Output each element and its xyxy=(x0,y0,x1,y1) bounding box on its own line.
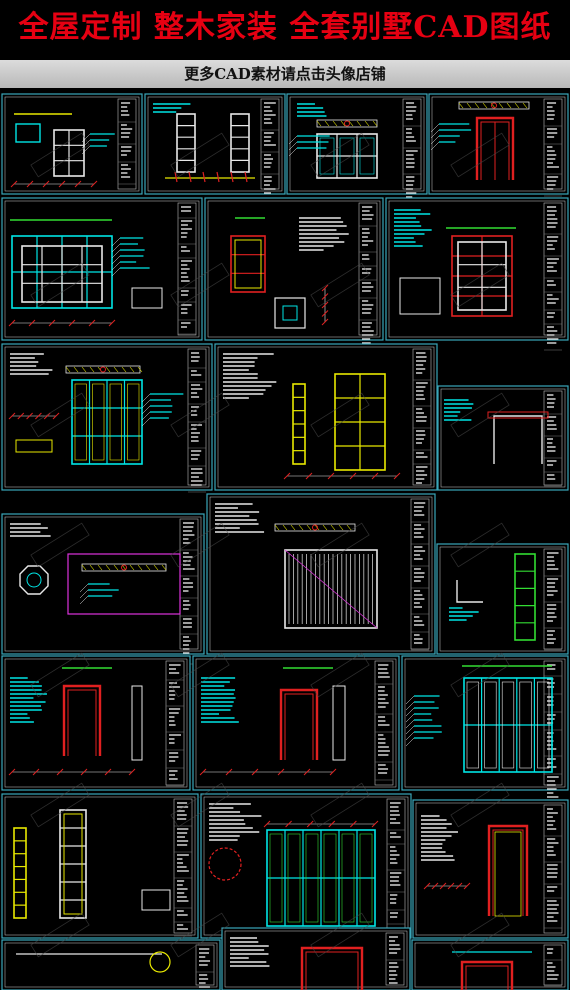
watermark-logo xyxy=(450,522,510,568)
watermark-logo xyxy=(30,912,90,958)
cad-sheet-5 xyxy=(1,197,203,341)
cad-sheet-7 xyxy=(385,197,569,351)
watermark-logo xyxy=(170,392,230,438)
watermark-logo xyxy=(310,262,370,308)
watermark-logo xyxy=(310,652,370,698)
banner-header: 全屋定制 整木家装 全套别墅CAD图纸 xyxy=(0,0,570,60)
watermark-logo xyxy=(450,262,510,308)
cad-sheet-19 xyxy=(412,799,569,939)
watermark-logo xyxy=(30,262,90,308)
watermark-logo xyxy=(170,782,230,828)
cad-sheet-21 xyxy=(221,927,411,990)
watermark-logo xyxy=(170,132,230,178)
cad-sheet-20 xyxy=(1,939,221,990)
watermark-logo xyxy=(310,522,370,568)
cad-sheet-15 xyxy=(192,655,400,791)
watermark-logo xyxy=(30,132,90,178)
watermark-logo xyxy=(310,782,370,828)
banner-title: 全屋定制 整木家装 全套别墅CAD图纸 xyxy=(18,10,552,45)
watermark-logo xyxy=(30,392,90,438)
watermark-logo xyxy=(170,262,230,308)
promo-text: 更多CAD素材请点击头像店铺 xyxy=(184,65,386,83)
cad-sheet-3 xyxy=(286,93,428,205)
cad-sheet-10 xyxy=(437,385,569,491)
watermark-logo xyxy=(450,782,510,828)
watermark-logo xyxy=(30,782,90,828)
watermark-logo xyxy=(170,912,230,958)
cad-sheet-16 xyxy=(401,655,569,805)
watermark-logo xyxy=(170,522,230,568)
cad-sheet-22 xyxy=(411,939,569,990)
watermark-logo xyxy=(30,522,90,568)
cad-sheet-9 xyxy=(214,343,438,491)
promo-bar: 更多CAD素材请点击头像店铺 xyxy=(0,60,570,88)
cad-sheet-1 xyxy=(1,93,143,195)
watermark-logo xyxy=(310,132,370,178)
watermark-logo xyxy=(450,132,510,178)
cad-sheet-18 xyxy=(200,793,412,939)
cad-sheet-13 xyxy=(436,543,569,655)
cad-sheet-6 xyxy=(204,197,384,351)
watermark-logo xyxy=(30,652,90,698)
watermark-logo xyxy=(310,392,370,438)
cad-sheet-17 xyxy=(1,793,199,939)
cad-sheet-4 xyxy=(428,93,569,197)
watermark-logo xyxy=(450,912,510,958)
cad-sheet-8 xyxy=(1,343,213,493)
cad-sheet-2 xyxy=(144,93,286,201)
cad-sheet-12 xyxy=(206,493,436,655)
watermark-logo xyxy=(450,392,510,438)
cad-sheet-collage xyxy=(0,88,570,990)
watermark-logo xyxy=(450,652,510,698)
cad-sheet-14 xyxy=(1,655,191,791)
watermark-logo xyxy=(170,652,230,698)
cad-sheet-11 xyxy=(1,513,205,665)
watermark-logo xyxy=(310,912,370,958)
